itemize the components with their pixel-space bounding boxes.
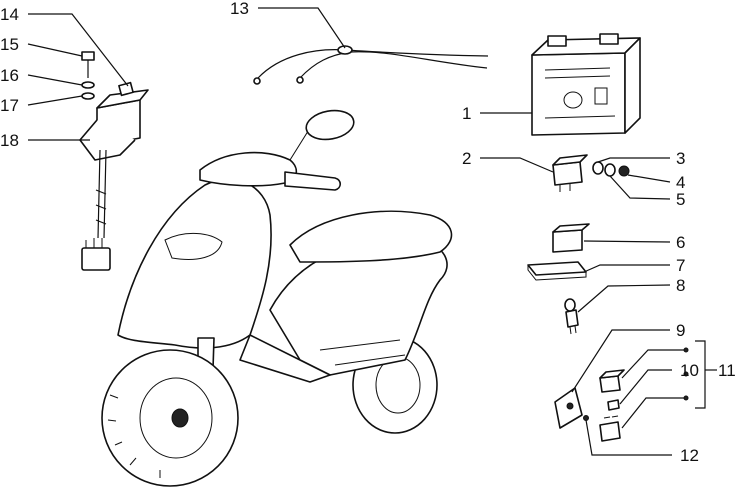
callout-18: 18 xyxy=(0,131,19,150)
callout-7: 7 xyxy=(676,256,685,275)
callout-3: 3 xyxy=(676,149,685,168)
scooter-illustration xyxy=(101,109,453,487)
bulb xyxy=(564,298,579,335)
callout-5: 5 xyxy=(676,190,685,209)
callout-12: 12 xyxy=(680,446,699,465)
callout-16: 16 xyxy=(0,66,19,85)
callout-14: 14 xyxy=(0,5,19,24)
leader-lines xyxy=(27,7,717,456)
callout-1: 1 xyxy=(462,104,471,123)
callout-10: 10 xyxy=(680,361,699,380)
flasher-relay xyxy=(552,223,590,253)
connector-set xyxy=(554,369,625,442)
callout-9: 9 xyxy=(676,321,685,340)
callout-15: 15 xyxy=(0,35,19,54)
battery xyxy=(531,33,641,136)
relay-bracket xyxy=(527,261,587,281)
callout-2: 2 xyxy=(462,149,471,168)
callout-8: 8 xyxy=(676,276,685,295)
callout-labels: 13 14 15 16 17 18 1 2 3 4 5 6 7 8 9 10 1… xyxy=(0,0,736,465)
callout-6: 6 xyxy=(676,233,685,252)
coil-assembly xyxy=(79,51,149,271)
callout-17: 17 xyxy=(0,96,19,115)
cable-harness xyxy=(253,45,489,85)
relay-assembly xyxy=(552,154,630,192)
callout-4: 4 xyxy=(676,173,685,192)
callout-11: 11 xyxy=(718,361,736,380)
callout-13: 13 xyxy=(230,0,249,18)
